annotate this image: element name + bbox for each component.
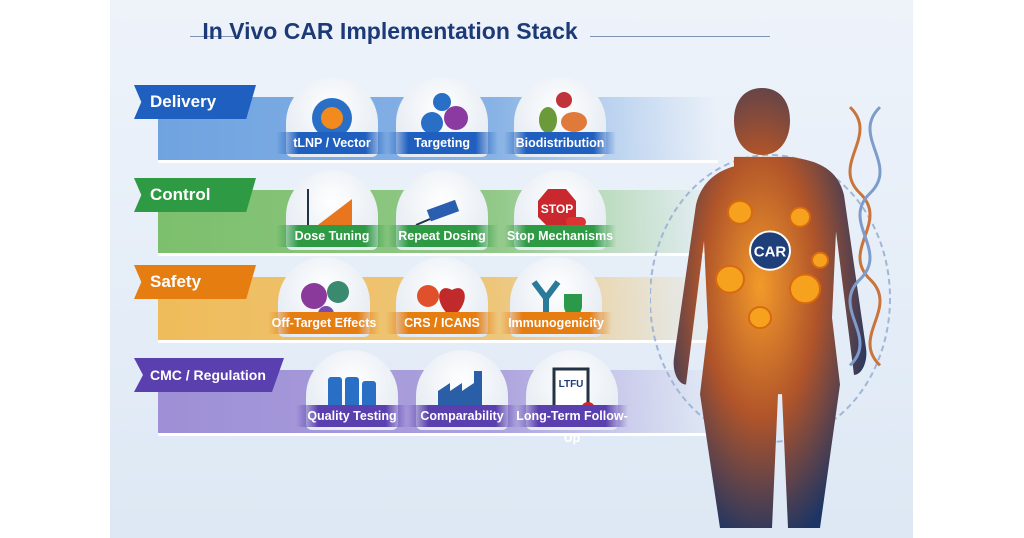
- cell-targeting-icon: [421, 93, 468, 134]
- body-shape: [673, 88, 867, 528]
- car-badge: [749, 230, 791, 271]
- dna-helix-icon: [848, 106, 882, 367]
- virus-particles: [715, 199, 829, 330]
- item-label: Biodistribution: [504, 132, 616, 154]
- car-badge-text: CAR: [754, 245, 787, 261]
- item-label: Quality Testing: [296, 405, 408, 427]
- syringe-icon: [415, 199, 460, 226]
- item-label: Off-Target Effects: [268, 312, 380, 334]
- svg-text:STOP: STOP: [541, 202, 573, 216]
- vials-icon: [328, 377, 376, 411]
- organs-icon: [539, 92, 587, 133]
- infographic: In Vivo CAR Implementation Stack Deliver…: [110, 0, 913, 538]
- category-tag: CMC / Regulation: [134, 358, 284, 392]
- factory-icon: [438, 371, 482, 411]
- item-label: CRS / ICANS: [386, 312, 498, 334]
- category-tag: Delivery: [134, 85, 256, 119]
- page-title: In Vivo CAR Implementation Stack: [202, 18, 578, 44]
- item-label: Long-Term Follow-Up: [516, 405, 628, 445]
- item-label: Targeting: [386, 132, 498, 154]
- title-rule-left: [190, 36, 240, 37]
- item-label: Dose Tuning: [276, 225, 388, 247]
- heart-icon: [417, 285, 465, 318]
- nanoparticle-icon: [312, 98, 352, 138]
- item-label: Stop Mechanisms: [504, 225, 616, 247]
- human-silhouette: CAR: [650, 88, 891, 528]
- title-rule-right: [590, 36, 770, 37]
- category-tag: Control: [134, 178, 256, 212]
- category-tag: Safety: [134, 265, 256, 299]
- item-label: Repeat Dosing: [386, 225, 498, 247]
- stop-sign-icon: STOP: [538, 189, 586, 227]
- item-label: Immunogenicity: [500, 312, 612, 334]
- svg-text:LTFU: LTFU: [559, 379, 584, 390]
- item-label: tLNP / Vector: [276, 132, 388, 154]
- item-label: Comparability: [406, 405, 518, 427]
